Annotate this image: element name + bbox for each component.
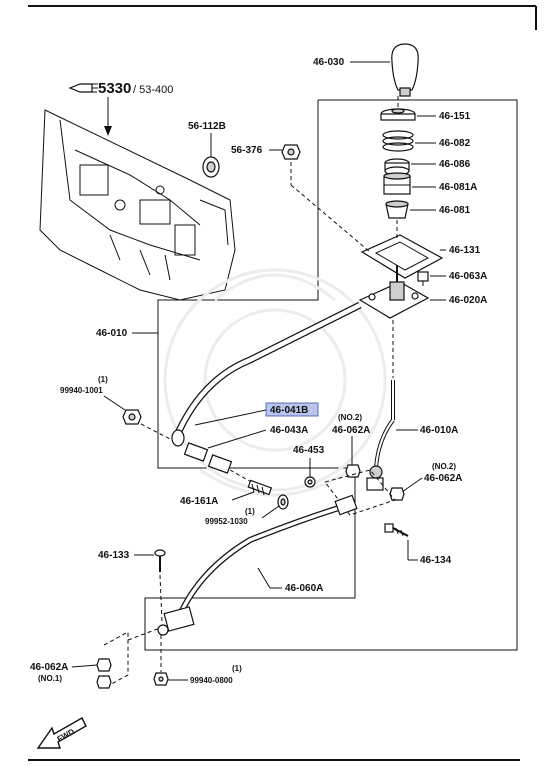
guide-dash-4	[290, 184, 371, 253]
bolt-part[interactable]	[417, 271, 429, 286]
label-46060A[interactable]: 46-060A	[285, 583, 323, 594]
leader-46062A-right	[401, 477, 423, 493]
note-46062A-upper: (NO.2)	[338, 413, 362, 422]
note-46062A-lower: (NO.1)	[38, 674, 62, 683]
highlight-46041B	[265, 402, 319, 417]
guide-dash-5	[140, 423, 173, 441]
label-46062A-lower[interactable]: 46-062A	[30, 662, 68, 673]
pin-part[interactable]	[154, 549, 166, 572]
reference-arrowhead	[104, 126, 112, 136]
label-46081[interactable]: 46-081	[439, 205, 471, 216]
sleeve-bushing[interactable]	[183, 442, 209, 462]
label-46151[interactable]: 46-151	[439, 111, 471, 122]
guide-dash-8	[159, 574, 163, 623]
label-46030[interactable]: 46-030	[313, 57, 345, 68]
note-46062A-right: (NO.2)	[432, 462, 456, 471]
label-46134[interactable]: 46-134	[420, 555, 452, 566]
flange-nut-part[interactable]	[122, 409, 142, 425]
nut-no1-upper[interactable]	[96, 658, 112, 672]
label-46010A[interactable]: 46-010A	[420, 425, 458, 436]
lower-sleeve[interactable]	[207, 454, 233, 474]
label-56112B[interactable]: 56-112B	[188, 121, 226, 132]
spring-part[interactable]	[382, 130, 414, 152]
leader-99940-1001	[103, 395, 126, 411]
leader-46041B	[194, 409, 267, 426]
lower-bushing-part[interactable]	[385, 200, 409, 219]
transmission-housing	[39, 109, 236, 301]
nut-no2-right[interactable]	[389, 487, 405, 501]
linkage-dash-box	[324, 469, 396, 516]
label-46453[interactable]: 46-453	[293, 445, 325, 456]
label-46081A[interactable]: 46-081A	[439, 182, 477, 193]
reference-page[interactable]: 5330	[98, 80, 131, 97]
label-46020A[interactable]: 46-020A	[449, 295, 487, 306]
reference-sub: / 53-400	[133, 84, 173, 96]
boot-top-part[interactable]	[380, 108, 416, 121]
nut-no2-upper[interactable]	[345, 464, 361, 478]
label-46062A-upper[interactable]: 46-062A	[332, 425, 370, 436]
bushing-part[interactable]	[383, 172, 411, 195]
nut-no1-lower[interactable]	[96, 675, 112, 689]
label-46063A[interactable]: 46-063A	[449, 271, 487, 282]
label-46010[interactable]: 46-010	[96, 328, 128, 339]
guide-dash-9	[127, 627, 161, 641]
rod-end-bushing[interactable]	[171, 429, 185, 447]
qty-99940-0800: (1)	[232, 664, 242, 673]
leader-99952-1030	[261, 505, 280, 519]
label-46082[interactable]: 46-082	[439, 138, 471, 149]
nut-part[interactable]	[281, 144, 301, 160]
label-46086[interactable]: 46-086	[439, 159, 471, 170]
clip-part[interactable]	[304, 476, 316, 488]
label-46041B[interactable]: 46-041B	[270, 405, 308, 416]
grommet-part[interactable]	[202, 156, 220, 178]
label-46131[interactable]: 46-131	[449, 245, 481, 256]
shift-rod[interactable]	[171, 301, 362, 442]
label-46043A[interactable]: 46-043A	[270, 425, 308, 436]
label-56376[interactable]: 56-376	[231, 145, 263, 156]
label-99940-0800[interactable]: 99940-0800	[190, 676, 233, 685]
shift-lever-part[interactable]	[366, 380, 395, 491]
qty-99952-1030: (1)	[245, 507, 255, 516]
label-99952-1030[interactable]: 99952-1030	[205, 517, 248, 526]
leader-46060A	[257, 567, 271, 589]
label-46161A[interactable]: 46-161A	[180, 496, 218, 507]
bolt-134-part[interactable]	[384, 523, 409, 537]
label-99940-1001[interactable]: 99940-1001	[60, 386, 103, 395]
fwd-arrow-icon	[36, 717, 87, 749]
label-46133[interactable]: 46-133	[98, 550, 130, 561]
shift-lever-base[interactable]	[358, 265, 430, 319]
stud-part[interactable]	[247, 479, 273, 496]
leader-46043A	[207, 429, 267, 449]
label-46062A-right[interactable]: 46-062A	[424, 473, 462, 484]
link-rod[interactable]	[157, 494, 358, 636]
leader-46161A	[231, 491, 255, 501]
washer-part[interactable]	[277, 494, 289, 510]
shift-knob[interactable]	[391, 43, 419, 97]
gasket-part[interactable]	[360, 234, 444, 279]
pointing-hand-icon	[68, 83, 98, 93]
nut-0800-part[interactable]	[153, 672, 169, 686]
assembly-boundary	[144, 99, 518, 651]
qty-99940-1001: (1)	[98, 375, 108, 384]
leader-46062A-lower	[71, 664, 98, 668]
